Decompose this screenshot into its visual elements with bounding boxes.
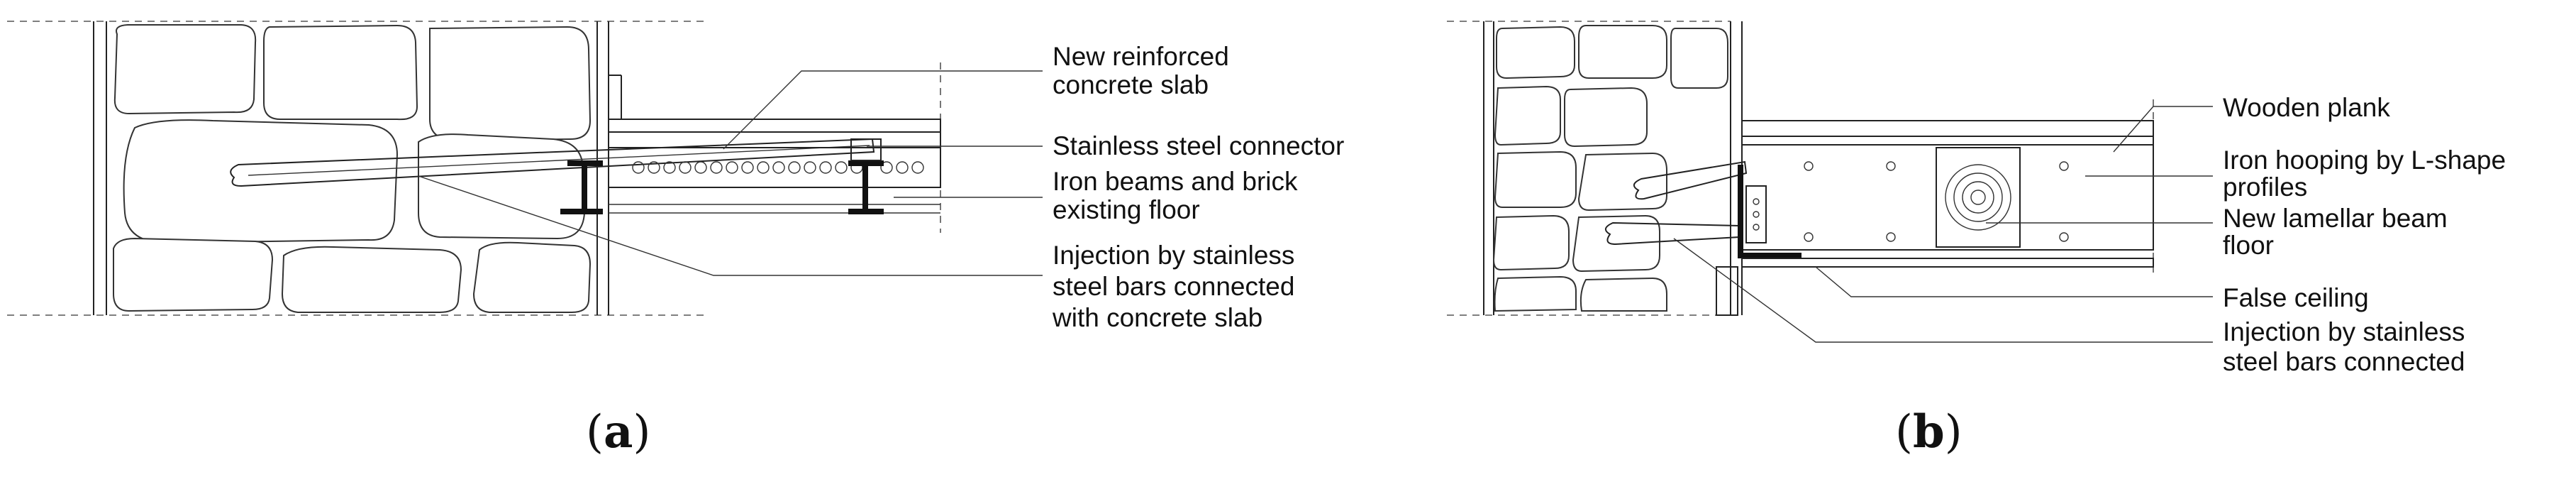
panel-b: Wooden plank Iron hooping by L-shape pro… <box>1447 21 2506 459</box>
label-concrete-slab: concrete slab <box>1053 70 1209 99</box>
label-injection-a-2: steel bars connected <box>1053 272 1294 301</box>
label-false-ceiling: False ceiling <box>2223 283 2369 312</box>
label-injection-b-2: steel bars connected <box>2223 347 2465 376</box>
leader-lines-b <box>1673 106 2213 343</box>
label-stainless-connector: Stainless steel connector <box>1053 131 1344 160</box>
caption-b: (b) <box>1895 405 1962 459</box>
false-ceiling-b <box>1741 258 2154 268</box>
masonry-wall-a <box>93 21 609 315</box>
label-floor: floor <box>2223 231 2274 260</box>
l-profile-hooping-b <box>1738 165 1743 257</box>
floor-system-b <box>1716 120 2154 316</box>
iron-beam-left-a <box>560 160 603 214</box>
label-new-lamellar-beam: New lamellar beam <box>2223 204 2448 233</box>
steel-connector-a <box>850 138 882 161</box>
label-injection-a-1: Injection by stainless <box>1053 241 1294 270</box>
label-injection-b-1: Injection by stainless <box>2223 317 2465 346</box>
label-iron-hooping: Iron hooping by L-shape <box>2223 146 2506 175</box>
panel-a: New reinforced concrete slab Stainless s… <box>7 21 1344 459</box>
iron-beam-right-a <box>848 160 884 214</box>
lamellar-beam-b <box>1936 147 2021 248</box>
label-new-reinforced-slab: New reinforced <box>1053 42 1229 71</box>
caption-a: (a) <box>586 405 650 459</box>
label-iron-beams: Iron beams and brick <box>1053 167 1298 196</box>
anchor-plate-b <box>1745 185 1767 243</box>
label-profiles: profiles <box>2223 172 2307 202</box>
label-wooden-plank: Wooden plank <box>2223 93 2390 122</box>
leader-lines-a <box>418 70 1043 276</box>
injection-bar-a <box>230 138 875 187</box>
floor-system-a <box>560 75 941 214</box>
label-injection-a-3: with concrete slab <box>1052 303 1262 332</box>
label-existing-floor: existing floor <box>1053 195 1200 224</box>
